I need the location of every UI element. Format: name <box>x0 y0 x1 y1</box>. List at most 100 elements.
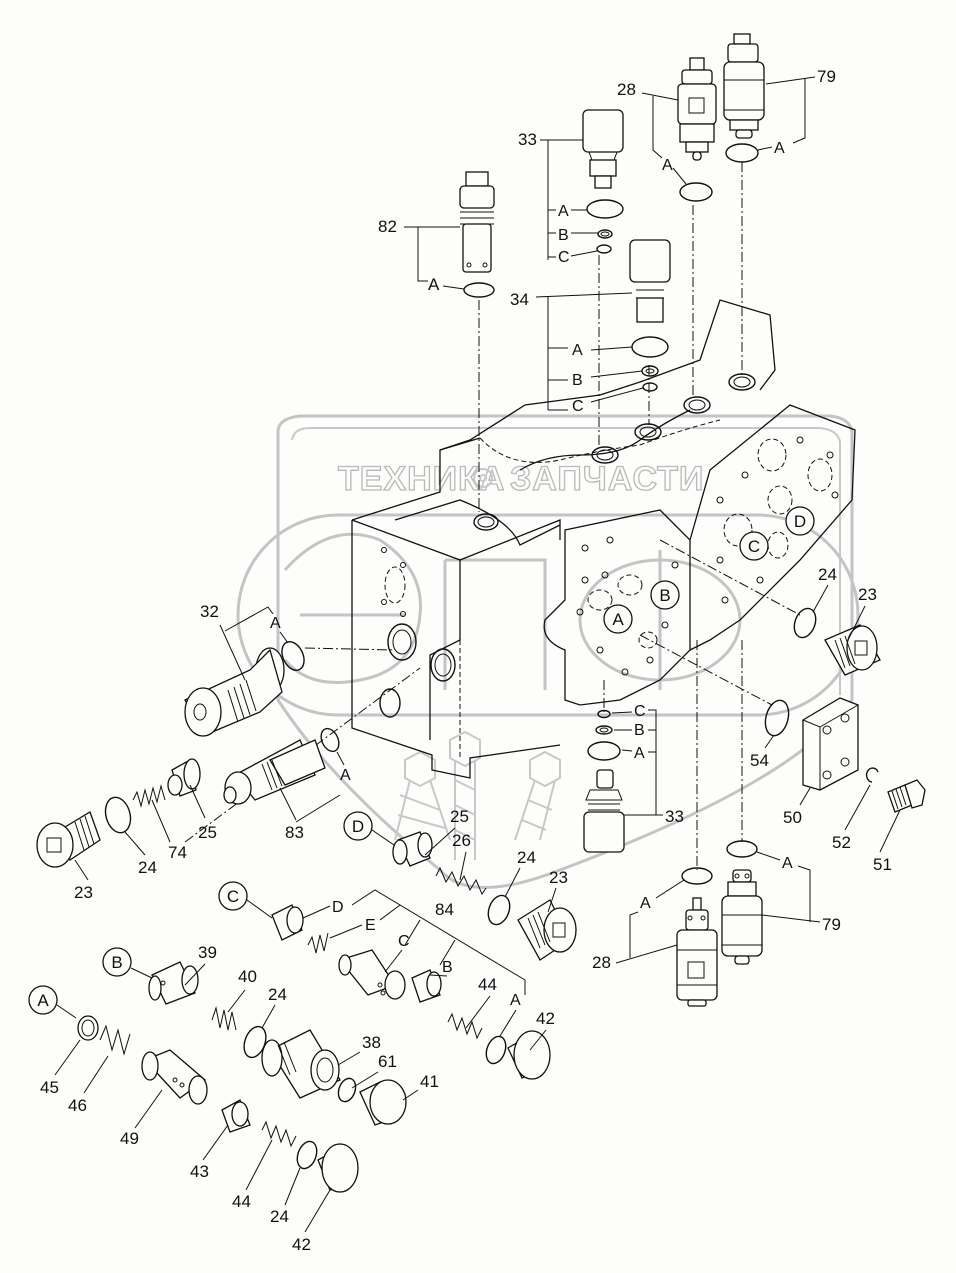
svg-text:C: C <box>227 887 239 906</box>
label-83: 83 <box>285 823 304 842</box>
part-51-bolt <box>887 779 926 813</box>
callout-port-a: A <box>603 604 633 634</box>
label-82-a: A <box>428 275 440 294</box>
part-34-plug <box>629 239 671 323</box>
o-ring <box>726 840 758 858</box>
part-33-plug <box>582 109 624 189</box>
part-39-sleeve <box>148 961 199 1005</box>
label-83-a: A <box>340 767 351 784</box>
o-ring <box>642 382 658 392</box>
label-28-bot: 28 <box>592 953 611 972</box>
svg-text:A: A <box>37 991 49 1010</box>
backup-ring <box>597 229 613 239</box>
label-38: 38 <box>362 1033 381 1052</box>
watermark-shield-outline <box>276 414 854 889</box>
part-50-cover-plate <box>802 697 859 791</box>
label-84-b: B <box>442 959 453 976</box>
label-33-top-c: C <box>558 249 570 266</box>
callout-port-b: B <box>650 580 680 610</box>
part-45-seat <box>77 1015 99 1041</box>
o-ring <box>587 741 621 761</box>
label-24-low: 24 <box>268 985 287 1004</box>
label-40: 40 <box>238 967 257 986</box>
label-54: 54 <box>750 751 769 770</box>
watermark-wheat-icons <box>394 730 561 860</box>
label-50: 50 <box>783 808 802 827</box>
label-44-mid: 44 <box>478 975 497 994</box>
part-23-plug <box>517 899 577 961</box>
o-ring <box>296 1140 318 1170</box>
label-23-mid: 23 <box>549 868 568 887</box>
label-41: 41 <box>420 1072 439 1091</box>
label-32-a: A <box>270 615 281 632</box>
part-82-valve <box>459 171 495 273</box>
label-84-d: D <box>332 899 344 916</box>
label-84-e: E <box>365 917 376 934</box>
valve-body <box>351 299 856 779</box>
svg-text:A: A <box>612 610 624 629</box>
label-44-low: 44 <box>232 1192 251 1211</box>
label-49: 49 <box>120 1129 139 1148</box>
part-52-washer <box>865 767 879 783</box>
svg-text:D: D <box>352 817 364 836</box>
callout-c-mid: C <box>218 881 248 911</box>
part-44-spring <box>447 1012 483 1040</box>
part-42-plug <box>317 1143 359 1193</box>
part-33-plug <box>583 769 625 853</box>
part-49-spool <box>141 1049 208 1105</box>
label-43: 43 <box>190 1162 209 1181</box>
part-38-sleeve <box>261 1029 341 1099</box>
label-33-top-b: B <box>558 227 569 244</box>
label-24-right: 24 <box>818 565 837 584</box>
o-ring <box>586 199 624 219</box>
part-74-spring <box>132 784 166 808</box>
plate-holes <box>576 436 839 676</box>
gear-icon <box>473 468 493 488</box>
part-32-cartridge <box>184 647 285 737</box>
callout-d-mid: D <box>343 811 373 841</box>
watermark-text-right: ЗАПЧАСТИ <box>510 460 704 498</box>
watermark-text-left: ТЕХНИКА <box>338 460 505 498</box>
label-51: 51 <box>873 855 892 874</box>
label-34-c: C <box>572 398 584 415</box>
part-46-spring <box>99 1024 131 1056</box>
label-79-bot-a: A <box>782 855 793 872</box>
part-28-relief-valve <box>676 897 718 1007</box>
label-84: 84 <box>435 900 454 919</box>
label-42-bottom: 42 <box>292 1235 311 1254</box>
o-ring <box>679 182 713 202</box>
part-83-valve <box>223 739 326 805</box>
label-24-bottom: 24 <box>270 1207 289 1226</box>
label-25-mid: 25 <box>450 807 469 826</box>
part-44-spring <box>261 1120 297 1148</box>
o-ring <box>337 1077 357 1103</box>
callout-b-low: B <box>102 947 132 977</box>
label-32: 32 <box>200 602 219 621</box>
part-84-e-spring <box>307 932 329 954</box>
svg-text:B: B <box>111 953 122 972</box>
port-hole <box>473 513 499 531</box>
label-74: 74 <box>168 843 187 862</box>
label-23-left: 23 <box>74 883 93 902</box>
watermark: ТЕХНИКА ЗАПЧАСТИ <box>236 414 860 889</box>
label-28-top: 28 <box>617 80 636 99</box>
o-ring <box>681 867 713 885</box>
part-43-sleeve <box>221 1099 251 1133</box>
label-46: 46 <box>68 1096 87 1115</box>
part-25-seat <box>167 758 201 797</box>
part-84-b-sleeve <box>411 969 442 1003</box>
o-ring <box>597 709 611 719</box>
svg-text:B: B <box>659 586 670 605</box>
o-ring <box>463 282 495 298</box>
label-39: 39 <box>198 943 217 962</box>
o-ring <box>281 641 305 671</box>
backup-ring <box>595 725 613 735</box>
backup-ring <box>641 365 659 377</box>
label-34-a: A <box>572 342 583 359</box>
callout-a-low: A <box>28 985 58 1015</box>
svg-text:D: D <box>794 512 806 531</box>
part-79-relief-valve <box>721 869 763 965</box>
label-24-left: 24 <box>138 858 157 877</box>
part-84-d-sleeve <box>271 904 304 941</box>
o-ring <box>725 143 759 163</box>
